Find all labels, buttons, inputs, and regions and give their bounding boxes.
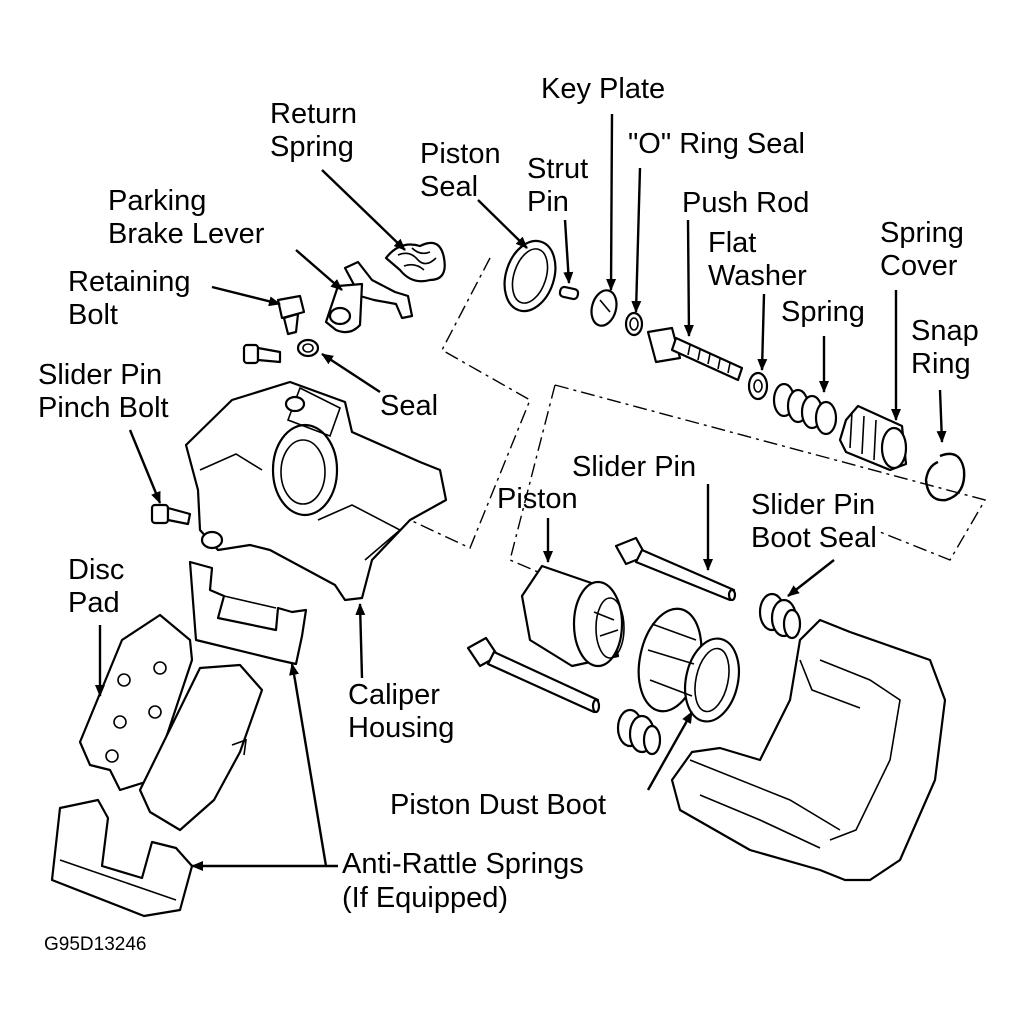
disc-pad-outer-part — [78, 613, 194, 792]
label-key-plate: Key Plate — [541, 73, 665, 105]
label-push-rod: Push Rod — [682, 187, 809, 219]
retaining-bolt-part — [276, 294, 306, 336]
label-slider-pin: Slider Pin — [572, 451, 696, 483]
label-spring: Spring — [781, 296, 865, 328]
slider-pin-boot-seal-part — [758, 592, 802, 640]
slider-pin-boot-seal-lower-part — [616, 708, 662, 756]
caliper-housing-part — [184, 380, 448, 602]
strut-pin-part — [558, 285, 580, 301]
anti-rattle-spring-upper-part — [188, 560, 308, 666]
label-piston: Piston — [497, 483, 578, 515]
o-ring-seal-part — [624, 311, 644, 337]
figure-code: G95D13246 — [44, 934, 146, 955]
label-piston-dust-boot: Piston Dust Boot — [390, 789, 606, 821]
snap-ring-part — [924, 452, 966, 502]
upper-bolt-part — [242, 343, 282, 365]
flat-washer-part — [747, 371, 769, 401]
parking-brake-lever-part — [324, 260, 414, 334]
slider-pin-part — [614, 536, 737, 602]
piston-dust-boot-part — [637, 607, 740, 723]
disc-pad-inner-part — [138, 663, 264, 832]
piston-part — [520, 564, 625, 668]
key-plate-part — [590, 289, 618, 327]
leader-arrows — [95, 113, 947, 871]
seal-part — [296, 338, 320, 358]
slider-pin-lower-part — [466, 636, 601, 714]
label-seal: Seal — [380, 390, 438, 422]
anti-rattle-spring-lower-part — [50, 798, 194, 918]
label-anti-rattle-springs: Anti-Rattle Springs(If Equipped) — [342, 848, 584, 914]
spring-part — [772, 382, 838, 436]
assembly-centerlines — [409, 257, 987, 576]
piston-seal-part — [503, 239, 557, 313]
caliper-bracket-part — [670, 618, 947, 882]
push-rod-part — [646, 326, 744, 382]
slider-pin-pinch-bolt-part — [150, 503, 192, 526]
return-spring-part — [384, 241, 446, 283]
label-o-ring-seal: "O" Ring Seal — [628, 128, 805, 160]
spring-cover-part — [838, 404, 908, 472]
